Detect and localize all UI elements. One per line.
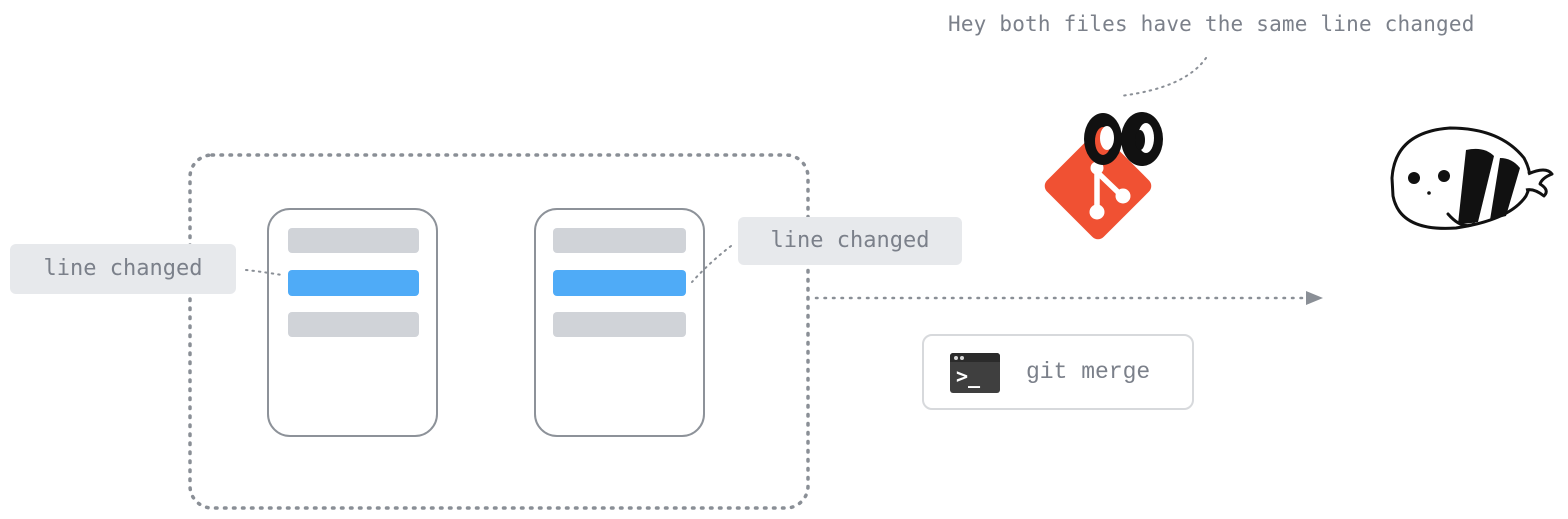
- git-logo-icon: [1044, 112, 1163, 240]
- file-left-line-3: [288, 312, 419, 337]
- file-left-line-1: [288, 228, 419, 253]
- merge-arrow-head: [1306, 291, 1323, 305]
- left-tag-connector: [245, 269, 283, 276]
- file-right-line-changed: [553, 270, 686, 296]
- git-merge-command: >_ git merge: [922, 334, 1194, 410]
- caption-connector: [1119, 57, 1207, 97]
- file-right-line-1: [553, 228, 686, 253]
- googly-eyes: [1084, 112, 1163, 166]
- line-changed-tag-right: line changed: [738, 217, 962, 265]
- file-card-right: [534, 208, 705, 437]
- file-left-line-changed: [288, 270, 419, 296]
- terminal-icon: >_: [950, 353, 1000, 393]
- file-right-line-3: [553, 312, 686, 337]
- line-changed-tag-left: line changed: [10, 244, 236, 294]
- git-merge-label: git merge: [1026, 359, 1151, 385]
- fish-mascot-icon: [1390, 126, 1554, 230]
- right-tag-connector: [691, 245, 732, 283]
- dotted-group-box: [188, 153, 810, 510]
- caption-text: Hey both files have the same line change…: [948, 12, 1475, 36]
- file-card-left: [267, 208, 438, 437]
